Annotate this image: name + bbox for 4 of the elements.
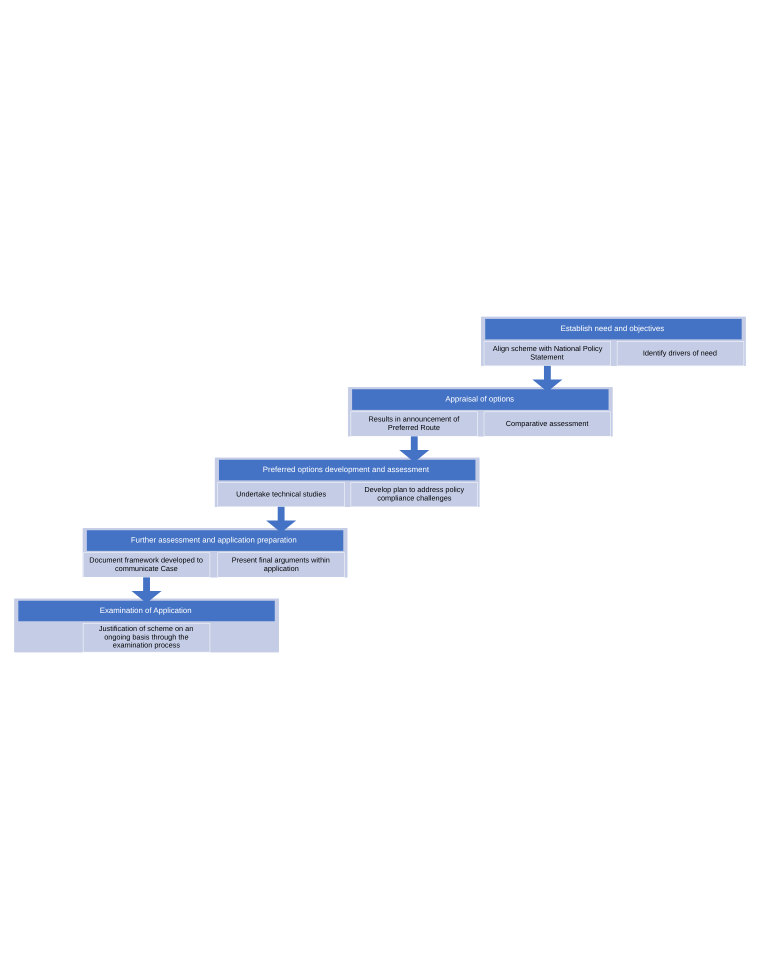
- arrow: [532, 365, 562, 392]
- arrow: [399, 436, 430, 462]
- arrow: [266, 506, 296, 532]
- arrow: [132, 576, 162, 603]
